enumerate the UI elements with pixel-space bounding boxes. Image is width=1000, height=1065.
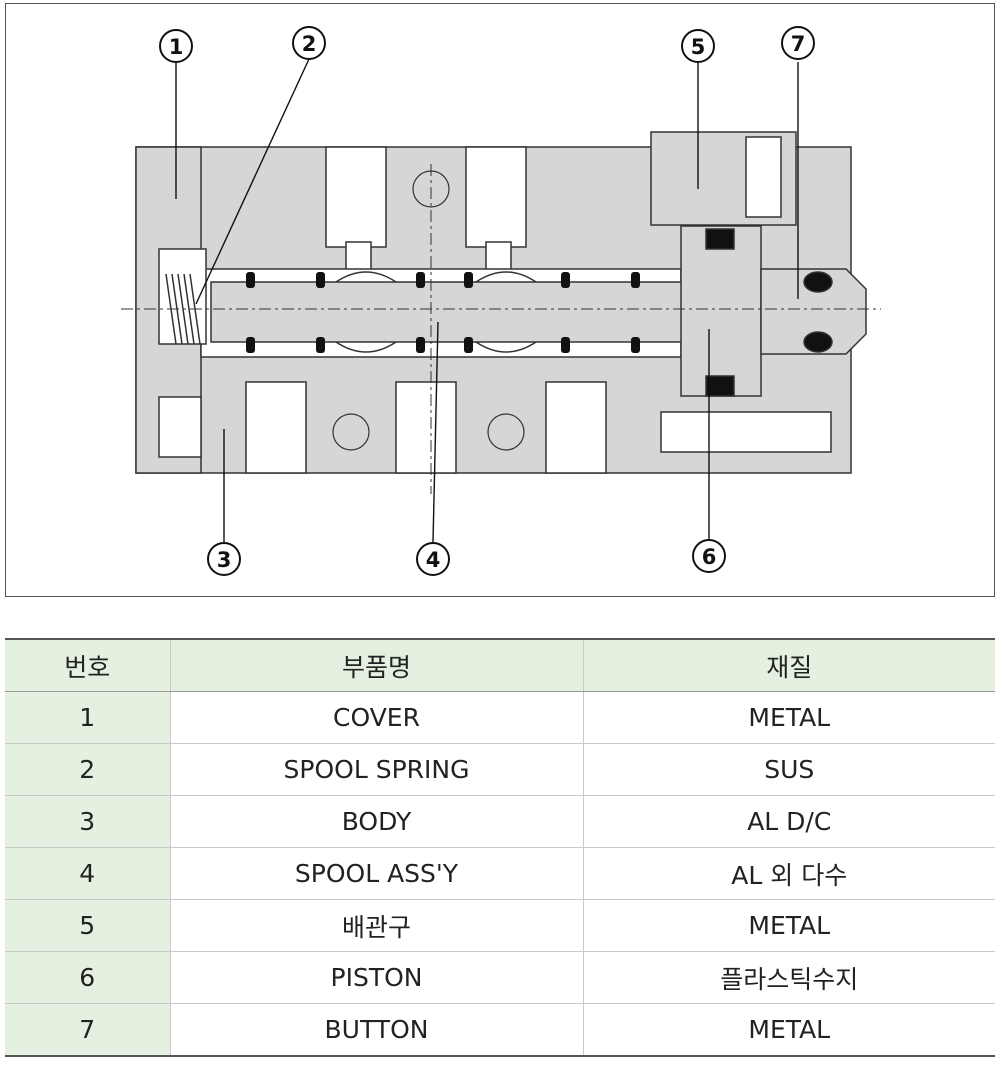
piston (680, 225, 762, 397)
upper-ports (325, 136, 782, 273)
svg-text:4: 4 (426, 548, 441, 572)
upper-port-b-neck (485, 241, 512, 273)
row-number: 6 (5, 951, 170, 1004)
callout-2: 2 (292, 26, 326, 60)
parts-table: 번호 부품명 재질 1 COVER METAL 2 SPOOL SPRING S… (5, 638, 995, 1057)
table-header-row: 번호 부품명 재질 (5, 638, 995, 692)
fitting-port (745, 136, 782, 218)
table-row: 3 BODY AL D/C (5, 795, 995, 848)
row-number: 4 (5, 847, 170, 900)
upper-port-a (325, 146, 387, 248)
svg-text:2: 2 (302, 32, 317, 56)
row-number: 2 (5, 743, 170, 796)
piston-channel (660, 411, 832, 453)
callouts: 1 2 3 4 5 6 7 (159, 26, 815, 576)
row-part-name: BODY (169, 795, 583, 848)
column-header-number: 번호 (5, 638, 170, 692)
upper-port-a-neck (345, 241, 372, 273)
column-header-material: 재질 (582, 638, 995, 692)
row-part-name: PISTON (169, 951, 583, 1004)
cover-pocket (158, 396, 202, 458)
callout-6: 6 (692, 539, 726, 573)
row-material: METAL (582, 691, 995, 744)
callout-5: 5 (681, 29, 715, 63)
row-material: METAL (582, 899, 995, 952)
row-material: METAL (582, 1003, 995, 1057)
row-number: 7 (5, 1003, 170, 1057)
row-material: AL 외 다수 (582, 847, 995, 900)
table-row: 7 BUTTON METAL (5, 1003, 995, 1057)
callout-1: 1 (159, 29, 193, 63)
row-number: 5 (5, 899, 170, 952)
row-material: 플라스틱수지 (582, 951, 995, 1004)
lower-port-c (545, 381, 607, 474)
svg-text:1: 1 (169, 35, 184, 59)
spool (210, 281, 687, 343)
row-number: 3 (5, 795, 170, 848)
row-part-name: COVER (169, 691, 583, 744)
upper-port-b (465, 146, 527, 248)
row-part-name: SPOOL SPRING (169, 743, 583, 796)
spool-spring (158, 248, 207, 345)
table-row: 4 SPOOL ASS'Y AL 외 다수 (5, 847, 995, 900)
row-part-name: 배관구 (169, 899, 583, 952)
svg-text:6: 6 (702, 545, 717, 569)
table-row: 5 배관구 METAL (5, 899, 995, 952)
centerlines (121, 164, 881, 494)
table-row: 1 COVER METAL (5, 691, 995, 744)
callout-4: 4 (416, 542, 450, 576)
valve-cross-section-diagram: 1 2 3 4 5 6 7 (121, 26, 881, 576)
row-part-name: SPOOL ASS'Y (169, 847, 583, 900)
table-row: 2 SPOOL SPRING SUS (5, 743, 995, 796)
valve-cross-section-figure: 1 2 3 4 5 6 7 (5, 3, 995, 597)
row-material: AL D/C (582, 795, 995, 848)
svg-text:7: 7 (791, 32, 806, 56)
row-number: 1 (5, 691, 170, 744)
svg-text:3: 3 (217, 548, 232, 572)
button (760, 268, 867, 355)
lower-port-b (395, 381, 457, 474)
leader-lines (175, 58, 799, 543)
table-row: 6 PISTON 플라스틱수지 (5, 951, 995, 1004)
row-material: SUS (582, 743, 995, 796)
callout-7: 7 (781, 26, 815, 60)
svg-text:5: 5 (691, 35, 706, 59)
spool-bore (200, 268, 687, 358)
lower-ports (158, 381, 832, 474)
callout-3: 3 (207, 542, 241, 576)
row-part-name: BUTTON (169, 1003, 583, 1057)
column-header-part-name: 부품명 (169, 638, 583, 692)
spool-seals (246, 272, 640, 353)
lower-port-a (245, 381, 307, 474)
